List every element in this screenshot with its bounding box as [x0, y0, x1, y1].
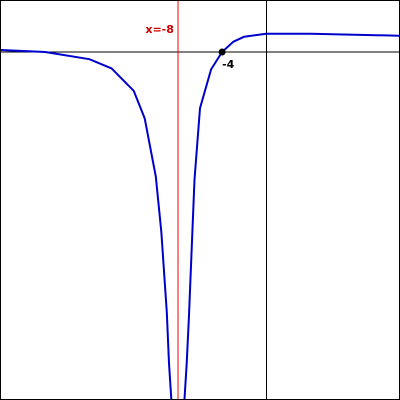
x-intercept-point [218, 48, 226, 56]
function-curve [1, 32, 399, 399]
x-intercept-label: -4 [222, 58, 235, 71]
asymptote-label: x=-8 [145, 23, 174, 36]
